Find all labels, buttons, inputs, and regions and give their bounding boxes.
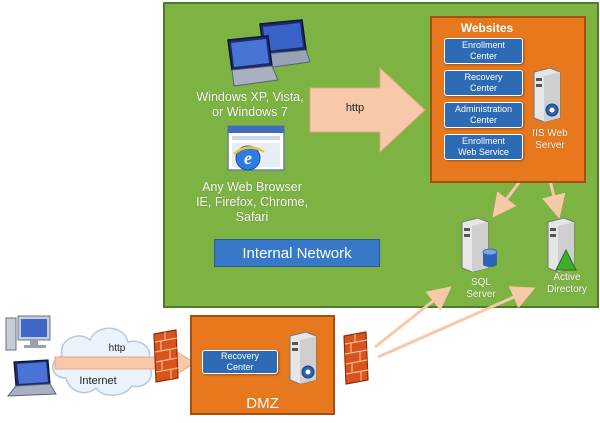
dmz-server-icon xyxy=(289,331,317,385)
internal-network-label: Internal Network xyxy=(214,239,380,267)
internet-cloud-icon xyxy=(52,327,152,396)
http-arrow-label: http xyxy=(345,102,365,114)
svg-text:e: e xyxy=(244,148,252,168)
firewall-icon xyxy=(153,329,179,383)
iis-server-label: IIS Web Server xyxy=(532,128,568,151)
iis-server-icon xyxy=(533,67,561,123)
website-recovery-center[interactable]: Recovery Center xyxy=(444,70,523,96)
dmz-title: DMZ xyxy=(246,395,279,412)
active-directory-icon xyxy=(547,217,577,273)
client-os-label: Windows XP, Vista, or Windows 7 xyxy=(196,90,304,119)
laptops-icon xyxy=(227,19,311,87)
desktop-computer-icon xyxy=(5,315,51,351)
website-enrollment-web-service[interactable]: Enrollment Web Service xyxy=(444,134,523,160)
sql-server-label: SQL Server xyxy=(466,277,496,300)
internet-label: Internet xyxy=(79,375,117,387)
websites-title: Websites xyxy=(460,21,514,35)
dmz-recovery-center[interactable]: Recovery Center xyxy=(202,350,278,374)
active-directory-label: Active Directory xyxy=(546,272,587,295)
web-browser-icon: e xyxy=(227,125,285,171)
website-enrollment-center[interactable]: Enrollment Center xyxy=(444,38,523,64)
browser-description: Any Web Browser IE, Firefox, Chrome, Saf… xyxy=(196,180,308,224)
sql-server-icon xyxy=(461,217,498,273)
external-laptop-icon xyxy=(6,359,57,397)
external-http-label: http xyxy=(108,343,126,354)
website-administration-center[interactable]: Administration Center xyxy=(444,102,523,128)
firewall-icon xyxy=(343,331,369,385)
